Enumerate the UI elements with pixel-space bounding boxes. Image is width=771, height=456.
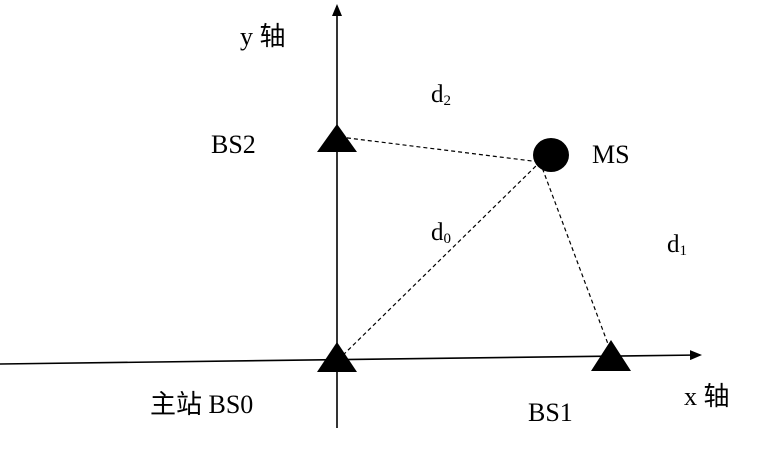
ms-label: MS (592, 140, 630, 169)
d0-label-sub: 0 (444, 231, 452, 247)
bs1-label: BS1 (528, 398, 573, 427)
d2-label: d2 (431, 81, 451, 109)
d2-line (339, 136, 541, 163)
bs2-label: BS2 (211, 130, 256, 159)
bs1-triangle-icon (591, 340, 631, 371)
bs2-triangle-icon (317, 124, 357, 152)
bs0-label: 主站 BS0 (150, 390, 253, 419)
y-axis-label: y 轴 (240, 22, 286, 51)
d0-label-base: d (431, 219, 444, 246)
x-axis (0, 350, 702, 365)
d0-label: d0 (431, 219, 451, 247)
d1-label: d1 (667, 231, 687, 259)
d2-label-sub: 2 (444, 93, 452, 109)
d1-line (539, 161, 612, 353)
ms-circle-icon (533, 138, 569, 172)
d0-line (337, 161, 541, 361)
d2-label-base: d (431, 81, 444, 108)
d1-label-sub: 1 (680, 243, 688, 259)
bs0-triangle-icon (317, 342, 357, 372)
d1-label-base: d (667, 231, 680, 258)
x-axis-label: x 轴 (684, 382, 730, 411)
